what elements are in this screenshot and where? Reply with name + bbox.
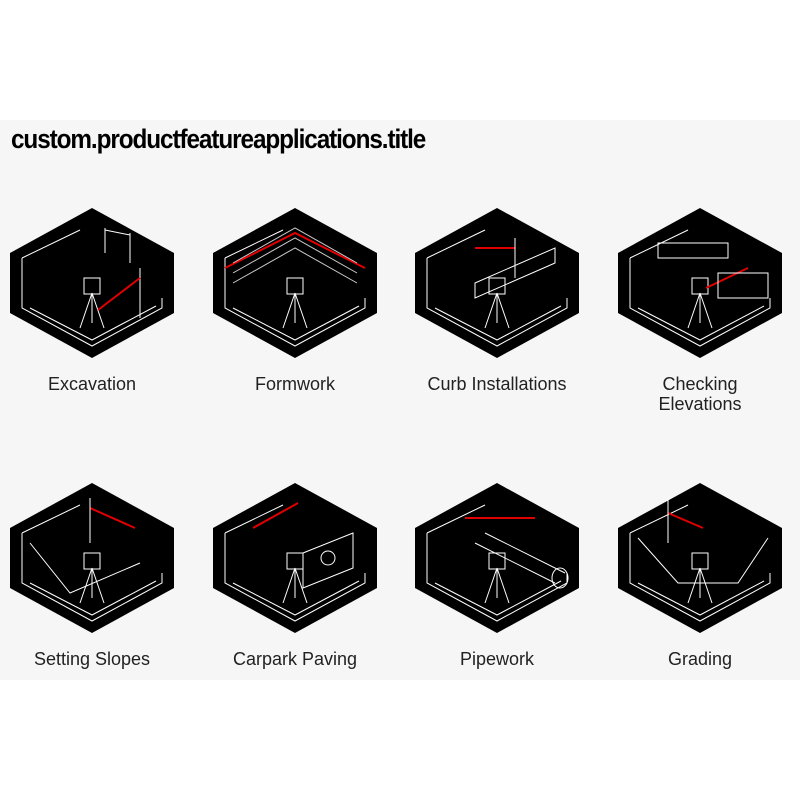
application-label: Pipework <box>459 649 535 669</box>
application-tile[interactable]: Pipework <box>397 483 597 669</box>
pipework-icon <box>415 483 579 633</box>
application-tile[interactable]: Curb Installations <box>397 208 597 394</box>
checking-elevations-icon <box>618 208 782 358</box>
application-tile[interactable]: Grading <box>600 483 800 669</box>
application-label: Curb Installations <box>427 374 567 394</box>
application-tile[interactable]: Excavation <box>0 208 192 394</box>
formwork-icon <box>213 208 377 358</box>
setting-slopes-icon <box>10 483 174 633</box>
application-tile[interactable]: Formwork <box>195 208 395 394</box>
application-label: Excavation <box>47 374 137 394</box>
grading-icon <box>618 483 782 633</box>
application-tile[interactable]: Setting Slopes <box>0 483 192 669</box>
application-label: Setting Slopes <box>33 649 151 669</box>
excavation-icon <box>10 208 174 358</box>
application-label: Carpark Paving <box>232 649 358 669</box>
application-tile[interactable]: Carpark Paving <box>195 483 395 669</box>
application-label: Formwork <box>255 374 335 394</box>
page-title: custom.productfeatureapplications.title <box>11 124 426 154</box>
curb-installations-icon <box>415 208 579 358</box>
application-label: Grading <box>667 649 733 669</box>
carpark-paving-icon <box>213 483 377 633</box>
